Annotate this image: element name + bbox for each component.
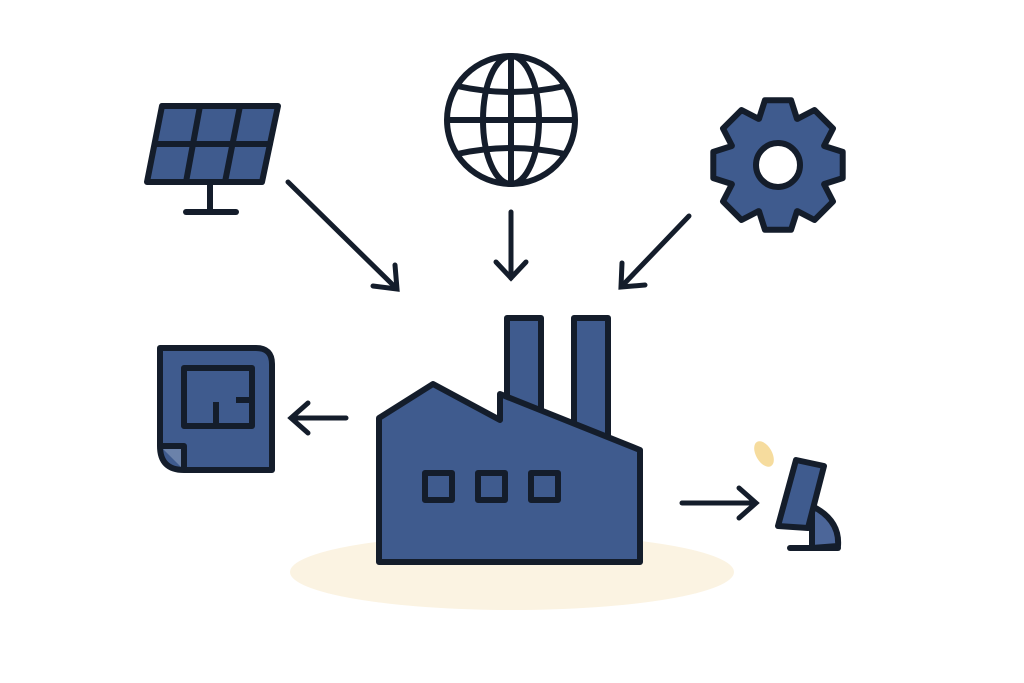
factory-building bbox=[376, 381, 643, 565]
light-glow bbox=[754, 441, 774, 467]
window bbox=[475, 470, 508, 503]
gear-icon bbox=[710, 97, 846, 233]
gear-hole bbox=[753, 140, 803, 190]
blueprint-icon bbox=[157, 345, 275, 473]
factory-icon bbox=[376, 315, 643, 565]
chimney-right bbox=[571, 315, 611, 441]
arrow-globe-to-factory bbox=[493, 209, 529, 282]
window bbox=[422, 470, 455, 503]
microscope-icon bbox=[754, 441, 842, 551]
arrows bbox=[285, 179, 760, 521]
arrow-gear-to-factory bbox=[618, 213, 692, 290]
arrow-solar-to-factory bbox=[285, 179, 400, 292]
globe-icon bbox=[444, 53, 578, 187]
arrow-factory-to-microscope bbox=[679, 485, 760, 521]
window bbox=[528, 470, 561, 503]
solar-panel-icon bbox=[144, 103, 281, 215]
arrow-factory-to-blueprint bbox=[287, 400, 349, 436]
